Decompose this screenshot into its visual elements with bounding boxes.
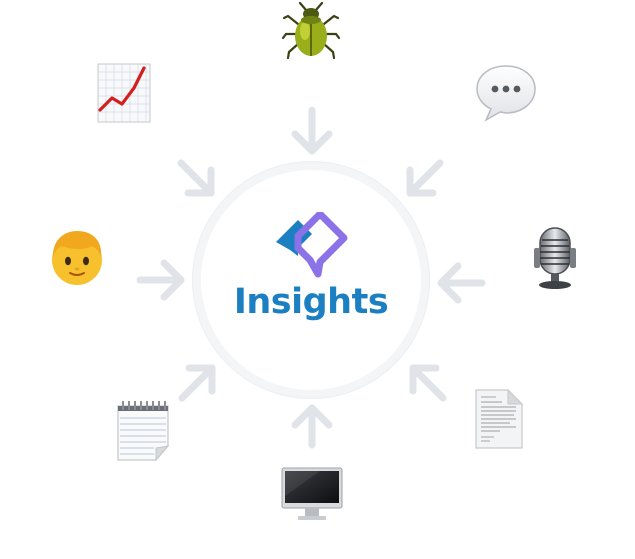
- microphone-icon: [534, 227, 576, 289]
- arrow-left: [136, 259, 185, 301]
- bug-icon: [281, 1, 341, 60]
- notepad-icon: [117, 401, 170, 462]
- arrow-right: [437, 262, 486, 304]
- arrow-bottom-left: [178, 364, 216, 402]
- insights-logo-icon: [276, 212, 348, 278]
- person-icon: [52, 231, 102, 285]
- arrow-top: [291, 106, 333, 155]
- arrow-bottom: [291, 404, 333, 449]
- computer-monitor-icon: [281, 467, 343, 520]
- arrow-top-right: [406, 159, 444, 197]
- brand-name: Insights: [233, 282, 389, 322]
- arrow-top-left: [177, 159, 215, 197]
- trending-chart-icon: [97, 63, 151, 123]
- insights-hub: [201, 170, 421, 390]
- arrow-bottom-right: [409, 364, 447, 402]
- document-icon: [475, 388, 524, 449]
- speech-bubble-icon: [476, 65, 536, 122]
